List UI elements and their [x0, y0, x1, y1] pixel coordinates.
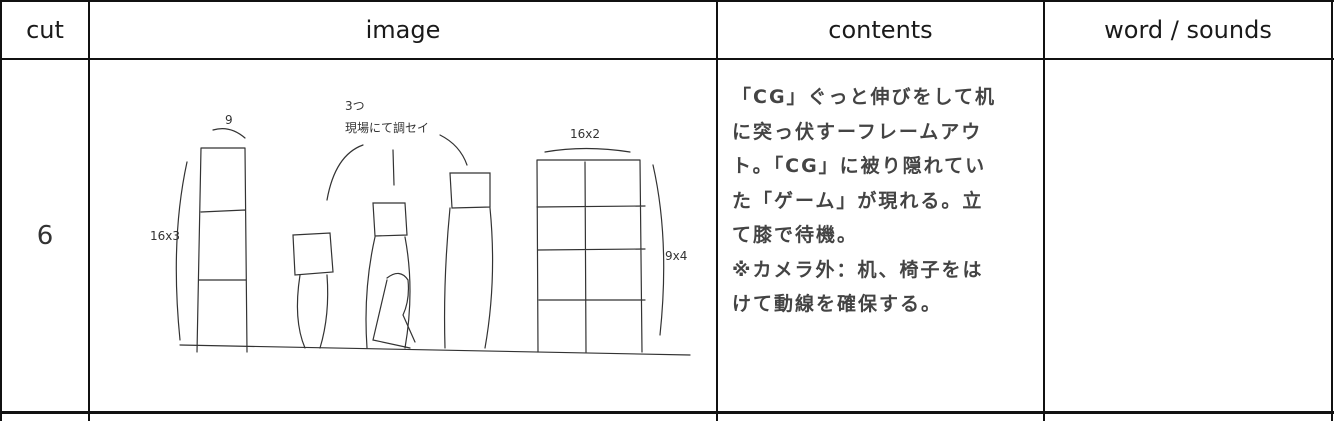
left-panel-arc [175, 161, 188, 341]
table-right-border [1331, 0, 1333, 421]
person-body-3 [443, 207, 494, 349]
table-top-border [0, 0, 1334, 2]
motion-arc-mid [392, 149, 395, 186]
sketch-note-right-top: 16x2 [570, 127, 600, 141]
floor-line [179, 344, 691, 356]
sketch-note-top-1: 3つ [345, 99, 365, 113]
sketch-note-left-side: 16x3 [150, 229, 180, 243]
header-contents: contents [828, 16, 933, 44]
right-panel-outline [536, 159, 646, 353]
person-body-1 [296, 274, 329, 349]
person-box-3 [449, 172, 491, 209]
col-divider-contents-words [1043, 0, 1045, 421]
sketch-note-right-side: 9x4 [665, 249, 687, 263]
contents-line: ト。「CG」に被り隠れてい [732, 155, 987, 177]
person-body-2 [365, 236, 411, 349]
motion-arc-left [326, 144, 364, 201]
sketch-note-left-top: 9 [225, 113, 233, 127]
contents-line: 「CG」ぐっと伸びをして机 [732, 86, 996, 108]
left-panel-top-arc [212, 128, 246, 139]
left-panel-outline [196, 147, 248, 353]
motion-arc-right [439, 134, 468, 166]
contents-line: た「ゲーム」が現れる。立 [732, 189, 984, 212]
cut-number: 6 [36, 220, 54, 251]
crouching-figure [372, 272, 416, 349]
person-box-2 [372, 202, 408, 237]
header-word-sounds: word / sounds [1104, 16, 1272, 44]
row-bottom-border [0, 411, 1334, 414]
right-panel-arc [652, 164, 665, 336]
col-divider-image-contents [716, 0, 718, 421]
person-box-1 [292, 232, 334, 276]
col-divider-cut-image [88, 0, 90, 421]
table-left-border [0, 0, 2, 421]
header-bottom-border [0, 58, 1334, 60]
word-sounds-cell [1045, 60, 1331, 411]
contents-cell: 「CG」ぐっと伸びをして机 に突っ伏すーフレームアウ ト。「CG」に被り隠れてい… [732, 80, 1032, 322]
contents-line: に突っ伏すーフレームアウ [732, 120, 983, 143]
storyboard-sketch-image: 9 16x3 3つ 現場にて調セイ 16x2 9x4 [150, 99, 691, 356]
header-cut: cut [26, 16, 64, 44]
sketch-note-top-2: 現場にて調セイ [345, 121, 429, 135]
contents-line: て膝で待機。 [732, 224, 859, 246]
header-image: image [365, 16, 441, 44]
right-panel-top-arc [544, 147, 631, 153]
contents-line: ※カメラ外：机、椅子をは [732, 258, 984, 281]
contents-line: けて動線を確保する。 [732, 293, 943, 315]
